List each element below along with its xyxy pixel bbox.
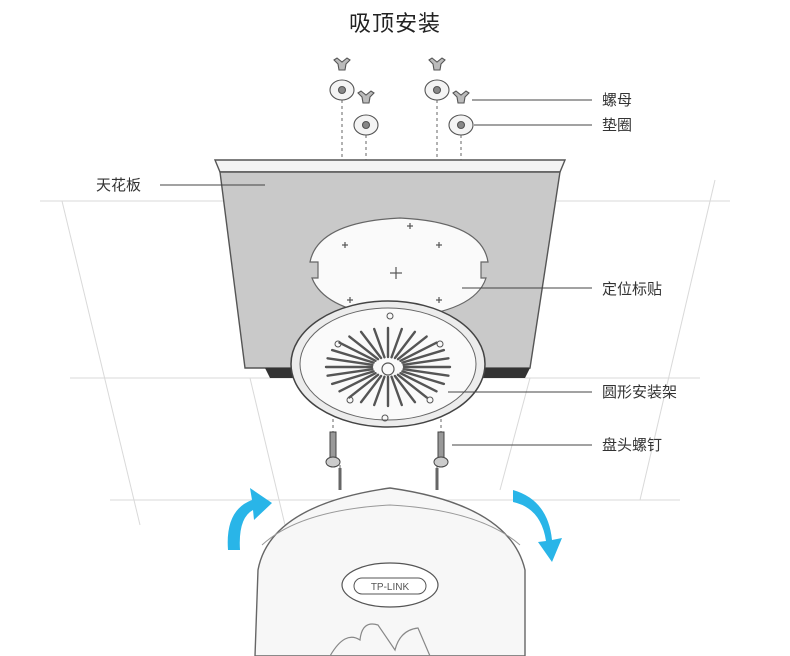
bracket-slot	[402, 368, 450, 377]
bracket-slot	[399, 372, 438, 393]
rotate-right-arrow-icon	[513, 490, 562, 562]
label-positioning-sticker: 定位标贴	[602, 280, 663, 298]
bracket-slot	[330, 348, 375, 364]
diagram-title: 吸顶安装	[348, 12, 441, 37]
label-ceiling: 天花板	[96, 176, 142, 194]
bracket-slot	[393, 374, 417, 404]
washer-1	[329, 79, 355, 101]
nut-3	[428, 57, 446, 71]
leader-lines	[160, 99, 592, 446]
bracket-slot	[399, 341, 438, 362]
bracket-slot	[338, 341, 377, 362]
bracket-slot	[326, 368, 374, 377]
bracket-slot	[402, 357, 450, 366]
positioning-sticker	[309, 217, 489, 319]
svg-text:TP-LINK: TP-LINK	[371, 582, 410, 593]
label-round-bracket: 圆形安装架	[602, 383, 678, 401]
label-nut: 螺母	[602, 91, 633, 109]
bracket-slot	[359, 374, 383, 404]
pan-head-screws	[325, 431, 449, 490]
round-mounting-bracket	[290, 300, 486, 428]
label-washer: 垫圈	[602, 116, 633, 134]
bracket-slot	[373, 375, 386, 407]
screw-1	[325, 431, 341, 468]
rotate-left-arrow-icon	[227, 488, 272, 550]
bracket-slot	[396, 373, 428, 399]
tp-link-logo: TP-LINK	[353, 577, 427, 595]
access-point-device	[254, 487, 526, 656]
nut-4	[452, 90, 470, 104]
hand-outline	[329, 623, 431, 656]
nut-2	[357, 90, 375, 104]
bracket-slot	[393, 330, 417, 360]
label-pan-head-screw: 盘头螺钉	[602, 436, 663, 454]
bracket-slot	[348, 373, 380, 399]
bracket-slot	[338, 372, 377, 393]
bracket-slot	[326, 357, 374, 366]
bracket-slot	[373, 327, 386, 359]
washer-4	[448, 114, 474, 136]
bracket-slot	[390, 327, 403, 359]
bracket-slot	[390, 375, 403, 407]
screw-2	[433, 431, 449, 468]
bracket-slot	[330, 370, 375, 386]
bracket-slot	[396, 335, 428, 361]
washer-3	[424, 79, 450, 101]
nut-1	[333, 57, 351, 71]
bracket-slot	[401, 370, 446, 386]
washer-2	[353, 114, 379, 136]
bracket-slot	[401, 348, 446, 364]
nuts-and-washers	[329, 57, 474, 136]
bracket-slot	[348, 335, 380, 361]
bracket-slot	[359, 330, 383, 360]
